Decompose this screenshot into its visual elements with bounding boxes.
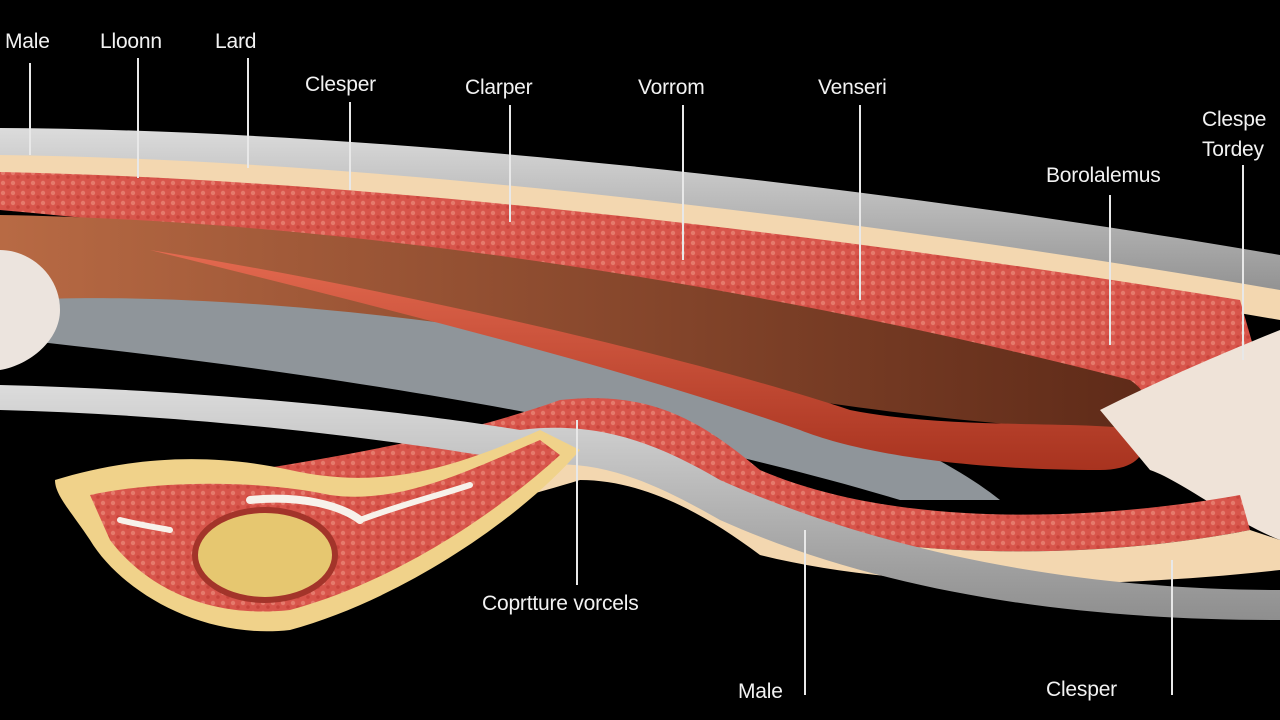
white-lamella-2 <box>357 482 473 523</box>
gland-body <box>192 507 338 603</box>
label-clespe: Clespe <box>1202 108 1267 131</box>
white-lamella-1 <box>246 494 364 524</box>
label-clarper: Clarper <box>465 76 533 99</box>
label-copriture: Coprtture vorcels <box>482 592 639 615</box>
inner-cavity <box>0 215 1148 430</box>
label-clesper-2: Clesper <box>1046 678 1117 701</box>
label-vorrom: Vorrom <box>638 76 705 99</box>
label-tordey: Tordey <box>1202 138 1264 161</box>
lower-outer-sheath <box>0 385 1280 620</box>
label-borolalemus: Borolalemus <box>1046 164 1161 187</box>
label-clesper-1: Clesper <box>305 73 376 96</box>
label-lard: Lard <box>215 30 257 53</box>
label-venseri: Venseri <box>818 76 887 99</box>
white-lamella-3 <box>117 517 173 533</box>
left-cartilage <box>0 250 60 370</box>
label-male-bottom: Male <box>738 680 783 703</box>
right-tip-cartilage <box>1100 330 1280 540</box>
leader-lines <box>29 58 1244 695</box>
blood-vessel <box>150 250 1144 470</box>
label-male-top: Male <box>5 30 50 53</box>
label-lloon: Lloonn <box>100 30 162 53</box>
grey-core <box>8 298 1000 500</box>
lower-muscle-band <box>90 398 1250 552</box>
